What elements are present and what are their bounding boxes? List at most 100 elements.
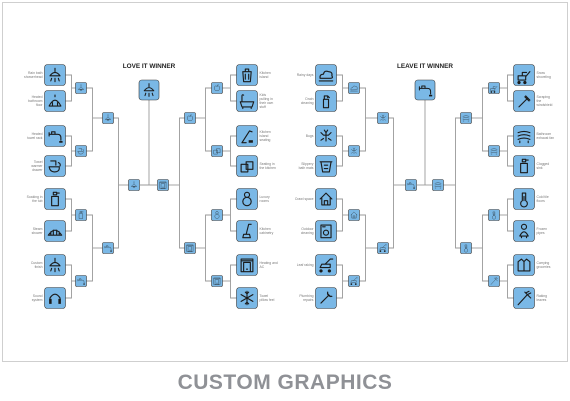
tile-label: shoveling — [537, 75, 551, 79]
tile-label: Drain — [305, 97, 313, 101]
tile-label: Kitchen — [260, 227, 271, 231]
thermometer-icon — [464, 244, 468, 253]
thermometer-icon — [520, 192, 528, 208]
tile-label: sink — [537, 166, 543, 170]
bracket-line — [205, 87, 212, 152]
love-left-r2-tile — [75, 145, 87, 157]
love-left-r1-tile — [44, 64, 66, 86]
bracket-board: Rain bathshowerheadHeatedbathroomfloorHe… — [24, 63, 554, 309]
bracket-line — [507, 74, 514, 102]
tile-label: Cold tile — [537, 195, 549, 199]
love-left-r1-tile — [44, 188, 66, 210]
bracket-line — [230, 198, 237, 232]
leave-right-r2-tile — [488, 275, 500, 287]
scraper-icon — [518, 95, 531, 108]
vacuum-icon — [242, 223, 252, 239]
love-left-r2-tile — [75, 209, 87, 221]
leave-left-r3-tile — [377, 242, 389, 254]
tile-label: Kitchen — [260, 130, 271, 134]
tile-label: showerhead — [24, 75, 43, 79]
fan-icon — [517, 130, 531, 144]
bracket-heading: LOVE IT WINNER — [123, 63, 176, 70]
tile-label: Soaking in — [27, 195, 43, 199]
leave-left-r1-tile — [315, 125, 337, 147]
tile-label: Seating in — [260, 162, 275, 166]
bracket-line — [65, 198, 72, 232]
leave-left-r1-tile — [315, 64, 337, 86]
tile-label: Frozen — [537, 227, 548, 231]
fireplace-icon — [159, 181, 167, 189]
love-right-r1-tile — [236, 287, 258, 309]
bracket-line — [65, 135, 72, 167]
leave-left-r2-tile — [348, 82, 360, 94]
leave-right-r1-tile — [513, 254, 535, 276]
rake-icon — [517, 290, 532, 306]
dryer-icon — [320, 224, 332, 239]
love-right-r2-tile — [211, 145, 223, 157]
bracket-line — [336, 198, 343, 232]
tile-label: Bugs — [306, 134, 314, 138]
tile-label: Bathroom — [537, 132, 552, 136]
faucet-icon — [418, 85, 433, 97]
faucet-icon — [104, 245, 112, 252]
leave-left-r2-tile — [348, 209, 360, 221]
tile-label: seating — [260, 138, 271, 142]
bracket-line — [86, 87, 93, 152]
tile-label: Scraping — [537, 95, 550, 99]
bracket-line — [65, 264, 72, 299]
leave-right-r2-tile — [488, 82, 500, 94]
tile-label: Plumbing — [299, 294, 313, 298]
tile-label: Heating and — [260, 261, 278, 265]
cloud-icon — [350, 85, 358, 92]
insect-icon — [351, 147, 357, 154]
love-left-r2-tile — [75, 82, 87, 94]
snow-blower-icon — [490, 86, 498, 93]
love-left-semifinal-tile — [128, 179, 140, 191]
bracket-line — [336, 264, 343, 299]
bracket-line — [65, 74, 72, 102]
fan-icon — [462, 115, 470, 122]
love-right-r1-tile — [236, 155, 258, 177]
tile-label: bathroom — [28, 99, 42, 103]
tile-label: Heated — [32, 132, 43, 136]
love-right-r3-tile — [184, 112, 196, 124]
faucet-icon — [77, 278, 85, 285]
soap-bottle-icon — [79, 211, 84, 219]
insect-icon — [320, 129, 332, 142]
tile-label: Towel — [260, 294, 269, 298]
tile-label: the — [537, 99, 542, 103]
tile-label: Leaf raking — [297, 263, 314, 267]
dishes-icon — [213, 148, 221, 155]
tile-label: Carrying — [537, 261, 550, 265]
headphones-icon — [49, 293, 61, 304]
leave-right-r1-tile — [513, 90, 535, 112]
tile-label: drawer — [32, 168, 43, 172]
bracket-line — [205, 214, 212, 282]
love-left-r3-tile — [102, 112, 114, 124]
tile-label: system — [32, 298, 43, 302]
tile-label: groceries — [537, 265, 551, 269]
shower-head-icon — [143, 83, 155, 97]
spray-bottle-icon — [322, 95, 330, 109]
leave-right-r2-tile — [488, 145, 500, 157]
tile-label: Rainy days — [297, 73, 314, 77]
bracket-line — [86, 214, 93, 282]
bath-mat-icon — [319, 161, 333, 173]
love-right-r1-tile — [236, 64, 258, 86]
bracket-line — [179, 117, 185, 249]
love-left-r2-tile — [75, 275, 87, 287]
love-right-r3-tile — [184, 242, 196, 254]
dome-icon — [48, 94, 62, 107]
leave-left-r1-tile — [315, 254, 337, 276]
tile-label: Slippery — [301, 162, 314, 166]
leave-right-r1-tile — [513, 220, 535, 242]
leave-right-r1-tile — [513, 188, 535, 210]
leave-right-r3-tile — [460, 242, 472, 254]
tile-label: Outdoor — [301, 227, 314, 231]
hockey-icon — [241, 130, 253, 144]
lawnmower-icon — [379, 244, 387, 252]
tile-label: the kitchen — [260, 166, 277, 170]
bracket-line — [230, 264, 237, 299]
tile-label: cleaning — [301, 101, 314, 105]
tile-label: repairs — [303, 298, 314, 302]
